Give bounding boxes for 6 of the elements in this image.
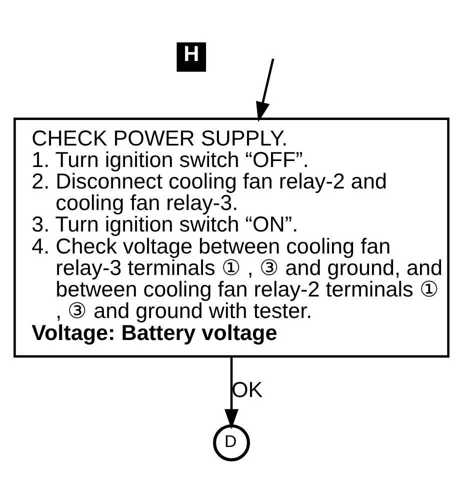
node-circle: D	[212, 424, 250, 461]
edge-label: OK	[232, 376, 263, 402]
arrow	[256, 58, 274, 122]
node-box: CHECK POWER SUPPLY. 1. Turn ignition switch “OFF”. 2. Disconnect cooling fan relay-2 and cooling fan relay-3. 3. Turn ignition switch “ON”. 4. Check voltage between cooling fan relay-3 terminals ① , ③ and ground, and between cooling fan relay-2 terminals ① , ③ and ground with tester. Voltage: Battery voltage	[14, 117, 450, 358]
node-label: H	[184, 40, 200, 66]
arrow	[224, 356, 239, 429]
